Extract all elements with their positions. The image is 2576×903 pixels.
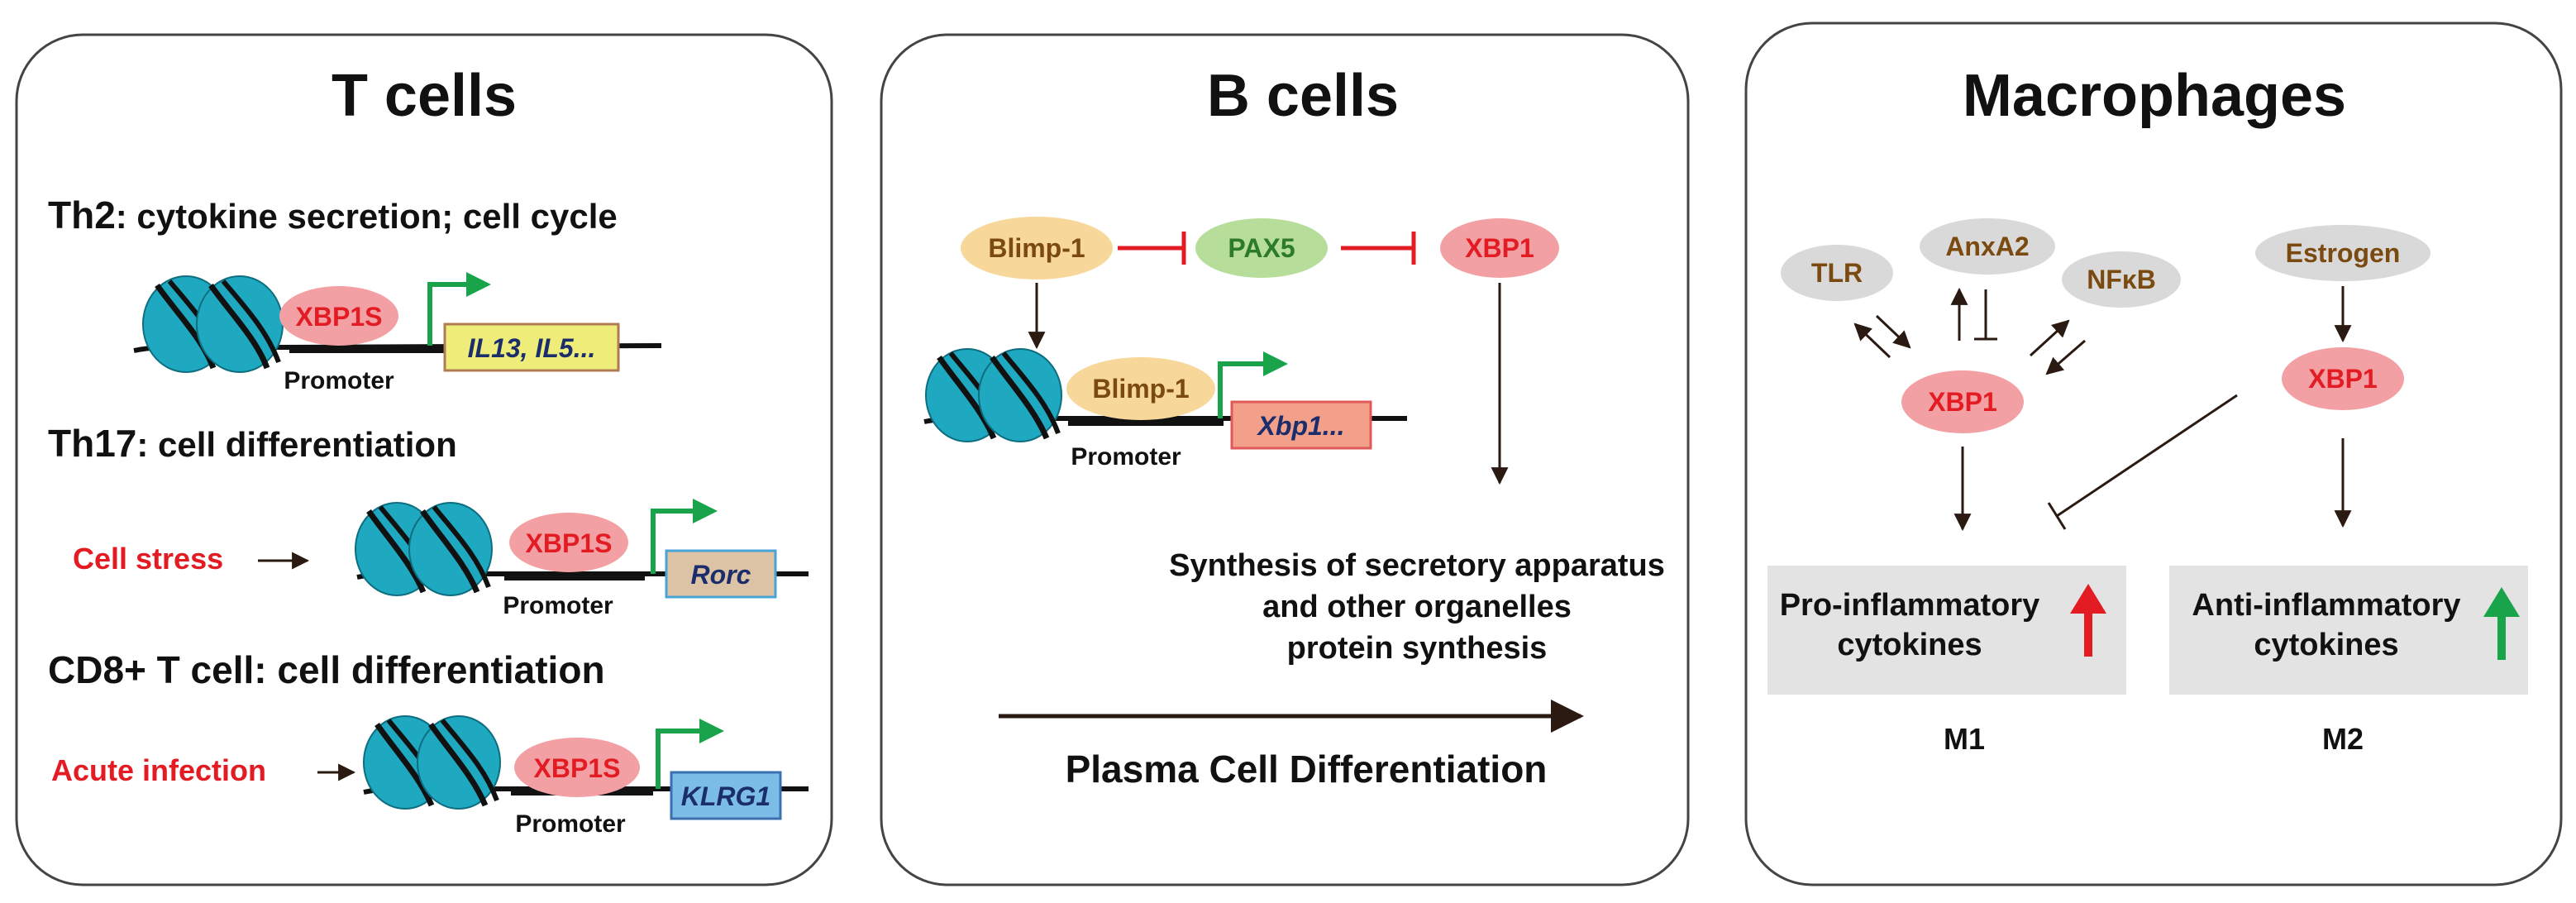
th17-gene-construct: XBP1S Rorc Promoter (355, 499, 809, 619)
th2-xbp1s-factor (279, 286, 398, 346)
cd8-promoter-label: Promoter (515, 810, 626, 838)
th17-prefix: Th17 (48, 422, 136, 465)
m1-label: M1 (1944, 722, 1985, 756)
anti-inflammatory-line-2: cytokines (2254, 628, 2398, 662)
cd8-heading: CD8+ T cell: cell differentiation (48, 648, 605, 691)
b-transcription-arrow (1218, 351, 1288, 418)
th2-transcription-arrow (427, 272, 491, 346)
anxa2-inhibits-xbp1 (1974, 289, 1997, 341)
b-cells-title: B cells (1207, 63, 1399, 129)
nfkb-node (2062, 251, 2181, 308)
th17-xbp1s-factor (509, 513, 628, 572)
th2-description: : cytokine secretion; cell cycle (116, 197, 618, 236)
th2-gene-label: IL13, IL5... (468, 333, 596, 363)
th2-prefix: Th2 (48, 194, 116, 236)
th17-xbp1s-label: XBP1S (526, 528, 613, 558)
m-xbp1-left-label: XBP1 (1928, 387, 1997, 417)
m-xbp1-right-node (2282, 347, 2404, 410)
b-xbp1-label: XBP1 (1465, 233, 1534, 263)
estrogen-node (2255, 225, 2431, 281)
panel-t-cells-frame (15, 33, 833, 886)
cd8-transcription-arrow (656, 719, 724, 789)
pax5-node (1195, 218, 1328, 278)
nfkb-to-xbp1-arrow (2045, 339, 2086, 375)
increase-red-arrow-icon (2070, 584, 2106, 657)
t-cells-title: T cells (332, 63, 517, 129)
cd8-gene-box (670, 771, 782, 820)
cd8-stimulus: Acute infection (51, 753, 266, 787)
th17-description: : cell differentiation (136, 425, 456, 464)
tlr-to-xbp1-arrow (1875, 314, 1911, 349)
increase-green-arrow-icon (2483, 587, 2520, 660)
blimp1-node (961, 217, 1113, 280)
pro-inflammatory-box (1767, 566, 2126, 695)
anti-inflammatory-line-1: Anti-inflammatory (2192, 588, 2460, 623)
synthesis-line-1: Synthesis of secretory apparatus (1169, 548, 1665, 583)
xbp1-to-tlr-arrow (1853, 322, 1891, 359)
pro-inflammatory-line-2: cytokines (1837, 628, 1982, 662)
panel-macrophages: Macrophages TLR AnxA2 NFκB XBP1 Estrogen… (1744, 22, 2563, 886)
cd8-gene-label: KLRG1 (681, 781, 770, 811)
th2-promoter-label: Promoter (284, 367, 394, 394)
panel-t-cells: T cells Th2: cytokine secretion; cell cy… (15, 33, 833, 886)
blimp1-pax5-inhibition (1118, 232, 1186, 265)
pax5-xbp1-inhibition (1341, 232, 1416, 265)
m-xbp1-left-node (1901, 370, 2024, 433)
cd8-xbp1s-factor (514, 738, 640, 797)
b-xbp1-node (1440, 218, 1559, 278)
m2-label: M2 (2322, 722, 2364, 756)
b-blimp1-bound-factor (1066, 357, 1215, 420)
th17-promoter-label: Promoter (503, 592, 613, 619)
anxa2-node (1920, 218, 2055, 275)
th2-gene-construct: XBP1S IL13, IL5... Promoter (133, 272, 662, 394)
blimp1-label: Blimp-1 (988, 233, 1085, 263)
b-gene-construct: Blimp-1 Xbp1... Promoter (923, 348, 1407, 471)
th17-gene-box (665, 549, 777, 599)
b-blimp1-bound-label: Blimp-1 (1092, 374, 1189, 404)
cd8-xbp1s-label: XBP1S (534, 753, 621, 783)
cd8-gene-construct: XBP1S KLRG1 Promoter (363, 715, 809, 838)
tlr-node (1781, 245, 1893, 301)
synthesis-line-3: protein synthesis (1287, 631, 1548, 666)
th2-xbp1s-label: XBP1S (296, 302, 383, 332)
m-xbp1-right-label: XBP1 (2308, 364, 2378, 394)
th17-nucleosome-2 (408, 502, 493, 596)
anxa2-label: AnxA2 (1945, 232, 2029, 261)
nfkb-label: NFκB (2087, 265, 2156, 294)
synthesis-line-2: and other organelles (1262, 590, 1572, 624)
pro-inflammatory-line-1: Pro-inflammatory (1780, 588, 2040, 623)
b-gene-box (1230, 400, 1372, 450)
synthesis-text: Synthesis of secretory apparatus and oth… (1169, 548, 1665, 666)
macrophages-title: Macrophages (1963, 63, 2346, 129)
b-gene-label: Xbp1... (1257, 411, 1345, 441)
th2-nucleosome-2 (196, 275, 284, 373)
th17-transcription-arrow (651, 499, 718, 574)
th2-heading: Th2: cytokine secretion; cell cycle (48, 194, 618, 236)
anti-inflammatory-box (2169, 566, 2528, 695)
panel-b-cells: B cells Blimp-1 PAX5 XBP1 (880, 33, 1690, 886)
xbp1-to-nfkb-arrow (2029, 319, 2070, 357)
panel-macrophages-frame (1744, 22, 2563, 886)
th17-stimulus: Cell stress (73, 542, 223, 576)
th2-gene-box (443, 322, 620, 372)
estrogen-label: Estrogen (2286, 238, 2401, 268)
pax5-label: PAX5 (1228, 233, 1295, 263)
cd8-nucleosome-2 (417, 715, 501, 810)
b-nucleosome-2 (978, 348, 1062, 442)
xbp1-inhibits-pro-inflammatory (2047, 394, 2238, 530)
th17-heading: Th17: cell differentiation (48, 422, 457, 465)
b-promoter-label: Promoter (1071, 443, 1181, 471)
differentiation-label: Plasma Cell Differentiation (1066, 748, 1548, 791)
tlr-label: TLR (1811, 258, 1863, 288)
th17-gene-label: Rorc (691, 560, 751, 590)
